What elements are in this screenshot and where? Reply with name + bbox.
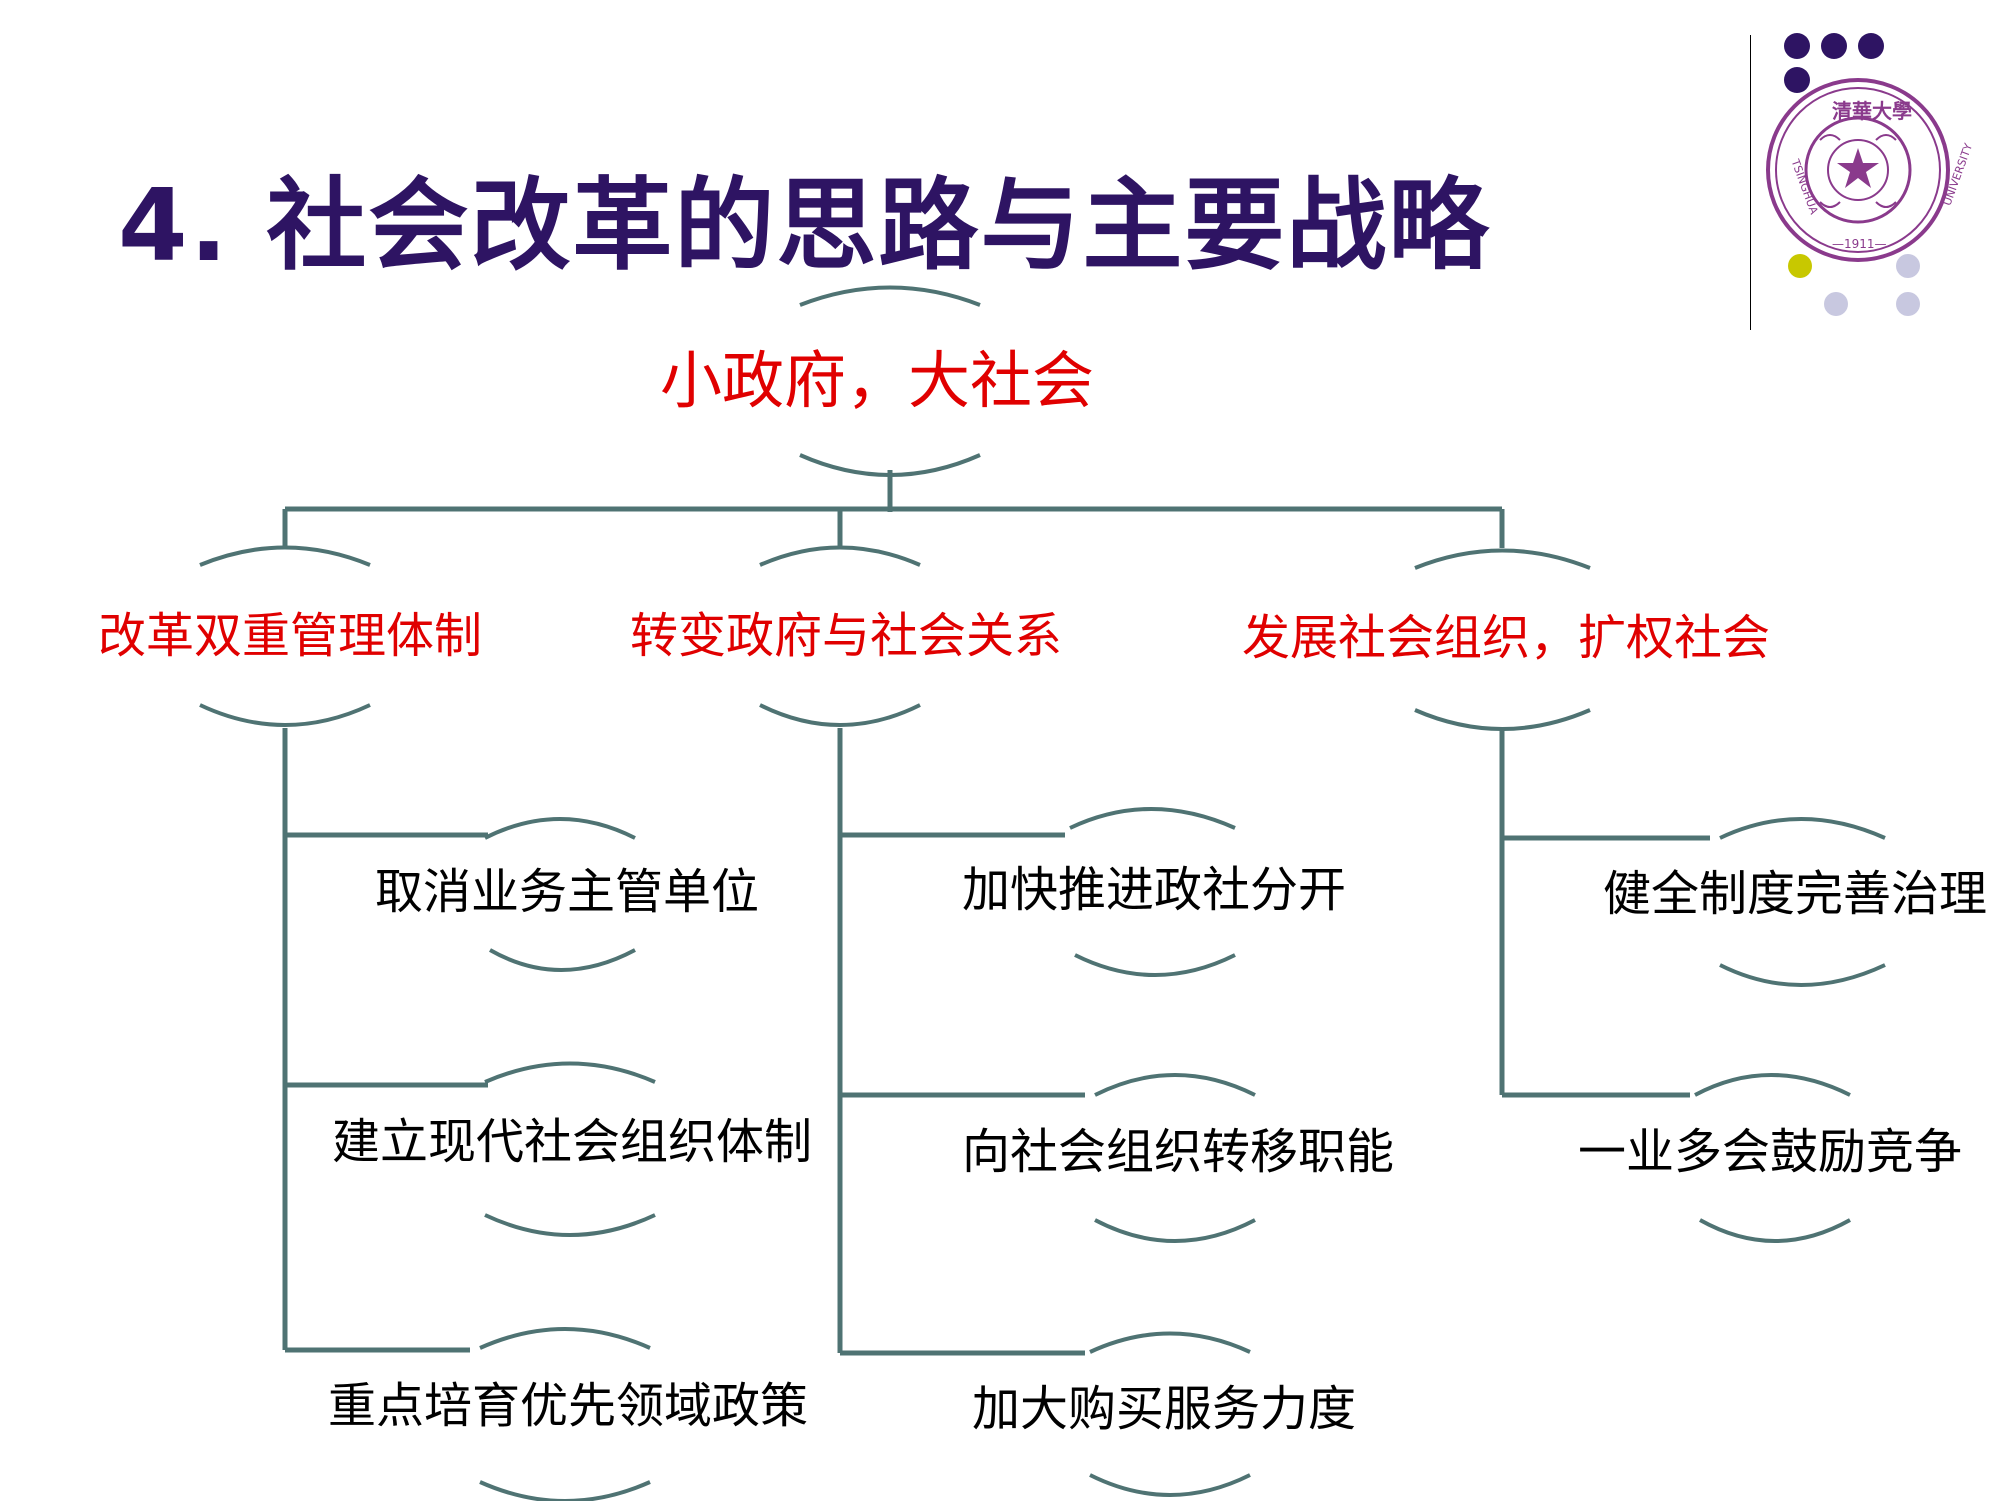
- branch-node-3: 发展社会组织，扩权社会: [1242, 610, 1771, 666]
- leaf-node-2-2: 向社会组织转移职能: [962, 1124, 1395, 1180]
- university-seal: 清華大學 —1911— TSINGHUA UNIVERSITY: [1766, 78, 1975, 262]
- leaf-1-3-arc-top: [479, 1327, 651, 1350]
- decor-dot: [1824, 292, 1848, 316]
- leaf-1-3-arc-bottom: [479, 1480, 651, 1501]
- branch-2-arc-top: [759, 545, 921, 567]
- tsinghua-logo: 清華大學 —1911— TSINGHUA UNIVERSITY: [1750, 33, 1975, 330]
- seal-year: —1911—: [1832, 237, 1887, 251]
- leaf-1-2-arc-top: [484, 1061, 656, 1084]
- root-arc-bottom: [799, 453, 981, 477]
- leaf-3-1-arc-top: [1719, 817, 1886, 840]
- slide-title: 4. 社会改革的思路与主要战略: [118, 167, 1491, 284]
- branch-3-arc-bottom: [1414, 708, 1591, 731]
- leaf-node-2-3: 加大购买服务力度: [972, 1381, 1357, 1437]
- decor-dot: [1784, 33, 1810, 59]
- decor-dot: [1784, 67, 1810, 93]
- leaf-3-2-arc-top: [1694, 1073, 1851, 1097]
- leaf-node-2-1: 加快推进政社分开: [962, 862, 1347, 918]
- leaf-node-1-3: 重点培育优先领域政策: [328, 1378, 809, 1434]
- branch-3-arc-top: [1414, 548, 1591, 570]
- branch-node-2: 转变政府与社会关系: [630, 608, 1063, 664]
- leaf-2-2-arc-top: [1094, 1073, 1256, 1097]
- decor-dot: [1896, 292, 1920, 316]
- leaf-2-1-arc-top: [1069, 807, 1236, 830]
- leaf-1-1-arc-bottom: [489, 948, 636, 972]
- decor-dot: [1788, 254, 1812, 278]
- leaf-node-3-1: 健全制度完善治理: [1603, 866, 1988, 922]
- branch-1-arc-bottom: [199, 703, 371, 727]
- leaf-2-3-arc-top: [1089, 1331, 1251, 1354]
- branch-2-arc-bottom: [759, 703, 921, 727]
- root-arc-top: [799, 285, 981, 307]
- branch-1-arc-top: [199, 545, 371, 567]
- leaf-3-1-arc-bottom: [1719, 963, 1886, 987]
- leaf-2-2-arc-bottom: [1094, 1218, 1256, 1243]
- leaf-1-1-arc-top: [484, 817, 636, 840]
- leaf-node-3-2: 一业多会鼓励竞争: [1578, 1124, 1963, 1180]
- leaf-2-1-arc-bottom: [1074, 953, 1236, 977]
- decor-dot: [1858, 33, 1884, 59]
- leaf-3-2-arc-bottom: [1699, 1218, 1851, 1243]
- leaf-node-1-1: 取消业务主管单位: [375, 864, 760, 920]
- leaf-node-1-2: 建立现代社会组织体制: [332, 1114, 813, 1170]
- seal-top-text: 清華大學: [1832, 99, 1912, 123]
- leaf-1-2-arc-bottom: [484, 1213, 656, 1237]
- star-icon: [1837, 148, 1879, 188]
- leaf-2-3-arc-bottom: [1089, 1473, 1251, 1497]
- decor-dot: [1896, 254, 1920, 278]
- root-node: 小政府，大社会: [660, 344, 1095, 417]
- branch-node-1: 改革双重管理体制: [98, 608, 483, 664]
- decor-dot: [1821, 33, 1847, 59]
